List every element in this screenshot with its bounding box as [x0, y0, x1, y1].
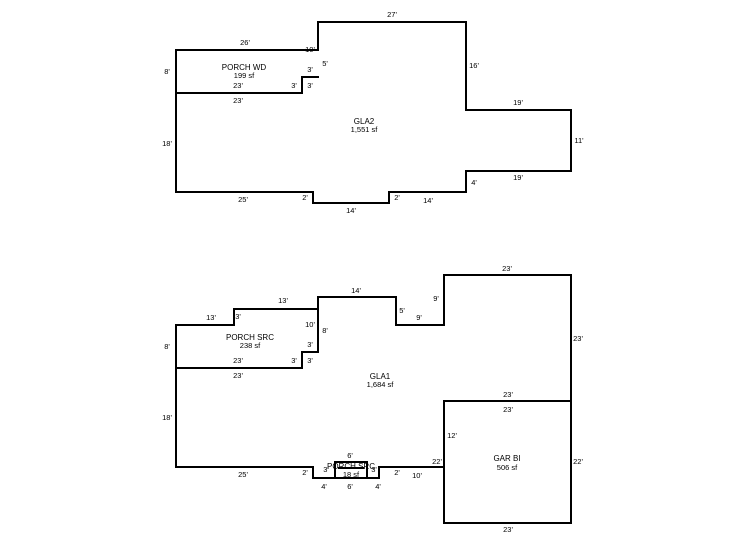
- dimension-label: 25': [238, 470, 248, 479]
- dimension-label: 3': [235, 312, 241, 321]
- room-label-porch-wd: PORCH WD: [222, 63, 267, 72]
- dimension-label: 13': [278, 296, 288, 305]
- dimension-label: 14': [346, 206, 356, 215]
- dimension-label: 18': [162, 413, 172, 422]
- room-area-small-porch-src: 18 sf: [343, 470, 360, 479]
- dimension-label: 23': [503, 525, 513, 534]
- dimension-label: 10': [305, 320, 315, 329]
- dimension-label: 4': [375, 482, 381, 491]
- dimension-label: 16': [469, 61, 479, 70]
- dimension-label: 13': [206, 313, 216, 322]
- dimension-label: 19': [513, 98, 523, 107]
- room-label-gla1: GLA1: [370, 372, 391, 381]
- dimension-label: 2': [394, 193, 400, 202]
- dimension-label: 27': [387, 10, 397, 19]
- room-area-gla2: 1,551 sf: [351, 125, 379, 134]
- dimension-label: 14': [351, 286, 361, 295]
- dimension-label: 3': [307, 356, 313, 365]
- dimension-label: 12': [447, 431, 457, 440]
- dimension-label: 5': [322, 59, 328, 68]
- dimension-label: 14': [423, 196, 433, 205]
- dimension-label: 9': [416, 313, 422, 322]
- dimension-label: 3': [307, 340, 313, 349]
- dimension-label: 11': [574, 136, 584, 145]
- upper-outline-wall: [175, 21, 572, 204]
- dimension-label: 23': [233, 96, 243, 105]
- dimension-label: 8': [164, 67, 170, 76]
- lower-floor-plan: PORCH SRC 238 sf GLA1 1,684 sf GAR BI 50…: [162, 264, 583, 534]
- dimension-label: 2': [302, 468, 308, 477]
- dimension-label: 4': [321, 482, 327, 491]
- dimension-label: 3': [323, 465, 329, 474]
- dimension-label: 2': [394, 468, 400, 477]
- dimension-label: 8': [164, 342, 170, 351]
- room-label-gar-bi: GAR BI: [493, 454, 520, 463]
- dimension-label: 23': [233, 81, 243, 90]
- dimension-label: 19': [513, 173, 523, 182]
- dimension-label: 8': [322, 326, 328, 335]
- dimension-label: 3': [307, 65, 313, 74]
- dimension-label: 23': [502, 264, 512, 273]
- room-label-gla2: GLA2: [354, 117, 375, 126]
- dimension-label: 22': [432, 457, 442, 466]
- dimension-label: 4': [471, 178, 477, 187]
- dimension-label: 3': [371, 465, 377, 474]
- dimension-label: 23': [573, 334, 583, 343]
- dimension-label: 10': [305, 45, 315, 54]
- porch-src-boundary-wall: [175, 308, 319, 369]
- dimension-label: 10': [412, 471, 422, 480]
- room-area-gla1: 1,684 sf: [367, 380, 395, 389]
- dimension-label: 3': [291, 81, 297, 90]
- dimension-label: 5': [399, 306, 405, 315]
- dimension-label: 2': [302, 193, 308, 202]
- dimension-label: 3': [307, 81, 313, 90]
- lower-outline-wall: [175, 274, 572, 524]
- dimension-label: 9': [433, 294, 439, 303]
- dimension-label: 25': [238, 195, 248, 204]
- room-area-porch-wd: 199 sf: [234, 71, 255, 80]
- upper-floor-plan: PORCH WD 199 sf GLA2 1,551 sf 27' 26' 10…: [162, 10, 584, 215]
- dimension-label: 22': [573, 457, 583, 466]
- dimension-label: 3': [291, 356, 297, 365]
- dimension-label: 26': [240, 38, 250, 47]
- porch-wd-boundary-wall: [175, 76, 319, 94]
- room-area-gar-bi: 506 sf: [497, 463, 518, 472]
- room-label-small-porch-src: PORCH SRC: [327, 462, 375, 471]
- room-label-porch-src: PORCH SRC: [226, 333, 274, 342]
- dimension-label: 23': [503, 405, 513, 414]
- dimension-label: 23': [503, 390, 513, 399]
- dimension-label: 18': [162, 139, 172, 148]
- dimension-label: 6': [347, 451, 353, 460]
- small-porch-wall: [334, 461, 368, 479]
- dimension-label: 23': [233, 371, 243, 380]
- dimension-label: 23': [233, 356, 243, 365]
- room-area-porch-src: 238 sf: [240, 341, 261, 350]
- dimension-label: 6': [347, 482, 353, 491]
